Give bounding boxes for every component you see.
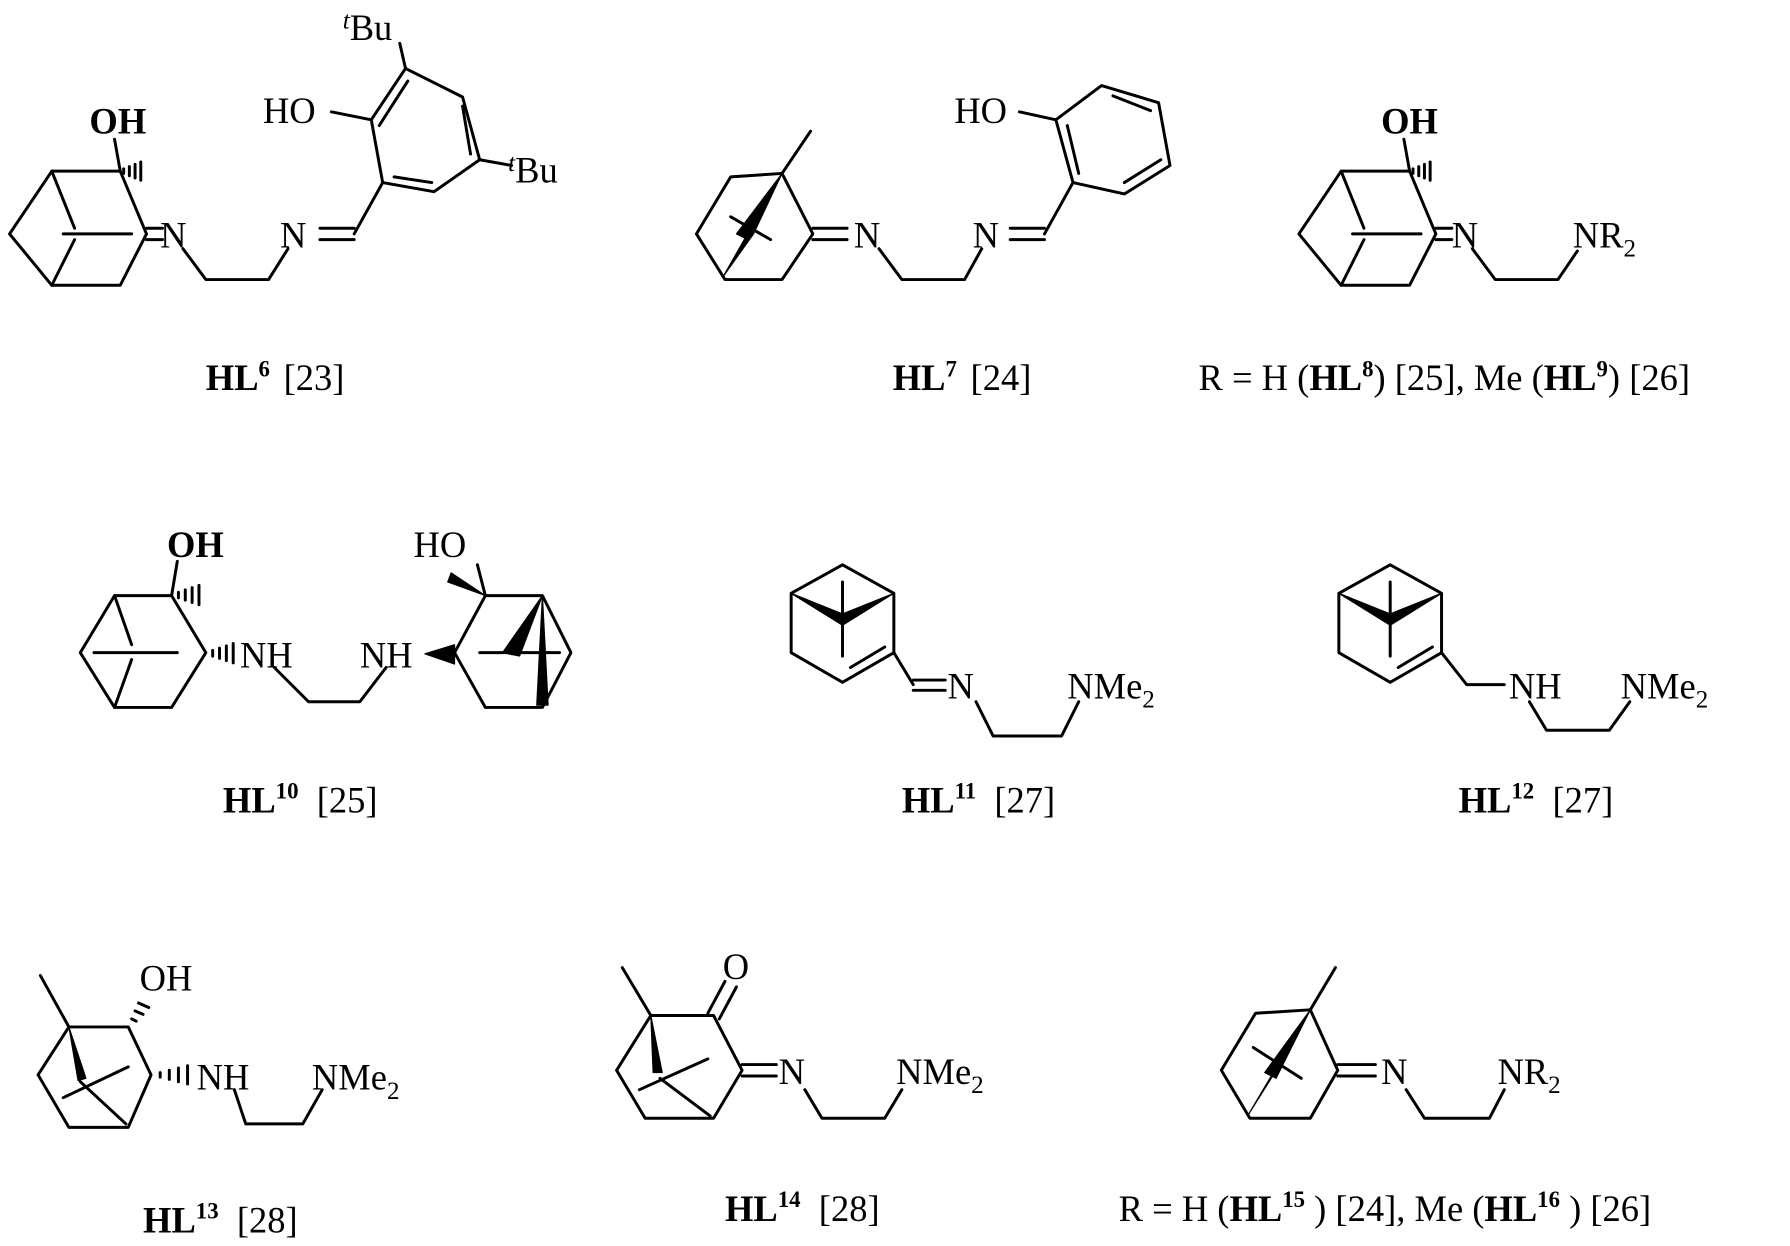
- atom-label: NH: [360, 634, 413, 675]
- structure-hl13: OH NH NMe2 HL13[28]: [36, 957, 400, 1241]
- compound-caption: R = H (HL15) [24], Me (HL16) [26]: [1119, 1187, 1652, 1229]
- structure-hl11: N NMe2 HL11[27]: [789, 563, 1155, 821]
- atom-label: N: [160, 215, 186, 256]
- svg-text:NR2: NR2: [1497, 1051, 1560, 1099]
- svg-text:tBu: tBu: [343, 7, 393, 48]
- compound-caption: HL7[24]: [893, 357, 1032, 399]
- atom-label: OH: [1381, 101, 1438, 142]
- compound-caption: HL13[28]: [143, 1199, 298, 1241]
- structure-hl10: OH NH NH HO HL10[25]: [78, 524, 573, 821]
- compound-caption: HL12[27]: [1459, 779, 1614, 821]
- atom-label: NH: [1509, 665, 1562, 706]
- svg-text:NMe2: NMe2: [1621, 665, 1709, 713]
- atom-label: OH: [140, 957, 193, 998]
- atom-label: NH: [240, 634, 293, 675]
- svg-text:tBu: tBu: [508, 150, 558, 191]
- atom-label: N: [947, 665, 973, 706]
- atom-label: N: [1452, 215, 1478, 256]
- atom-label: OH: [167, 524, 224, 565]
- structure-hl15-hl16: N NR2 R = H (HL15) [24], Me (HL16) [26]: [1119, 966, 1652, 1229]
- compound-caption: R = H (HL8) [25], Me (HL9) [26]: [1199, 357, 1691, 399]
- atom-label: N: [854, 215, 880, 256]
- atom-label: N: [973, 215, 999, 256]
- structure-hl6: OH N N HO tBu tBu HL6[23]: [8, 7, 558, 399]
- compound-caption: HL14[28]: [725, 1187, 880, 1229]
- atom-label: HO: [263, 90, 316, 131]
- compound-caption: HL6[23]: [206, 357, 345, 399]
- compound-caption: HL10[25]: [223, 779, 378, 821]
- atom-label: HO: [413, 524, 466, 565]
- svg-text:NMe2: NMe2: [312, 1057, 400, 1105]
- structure-hl12: NH NMe2 HL12[27]: [1337, 563, 1709, 821]
- structure-hl7: N N HO HL7[24]: [694, 84, 1172, 399]
- svg-text:NMe2: NMe2: [896, 1051, 984, 1099]
- atom-label: N: [779, 1051, 805, 1092]
- svg-text:NR2: NR2: [1573, 215, 1636, 263]
- atom-label: O: [723, 946, 749, 987]
- svg-text:NMe2: NMe2: [1067, 665, 1155, 713]
- atom-label: N: [1381, 1051, 1407, 1092]
- compound-caption: HL11[27]: [902, 779, 1055, 821]
- structure-hl8-hl9: OH N NR2 R = H (HL8) [25], Me (HL9) [26]: [1199, 101, 1691, 399]
- atom-label: HO: [954, 90, 1007, 131]
- structure-hl14: O N NMe2 HL14[28]: [615, 946, 984, 1229]
- atom-label: NH: [197, 1057, 250, 1098]
- atom-label: OH: [89, 101, 146, 142]
- atom-label: N: [280, 215, 306, 256]
